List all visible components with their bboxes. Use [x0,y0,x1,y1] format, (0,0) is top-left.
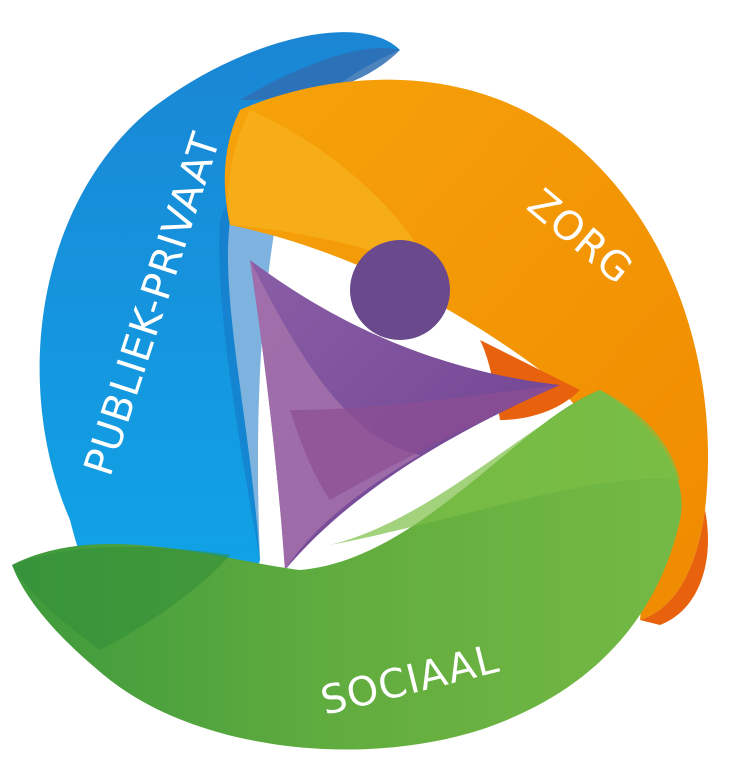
segment-sociaal [12,390,682,750]
figure-person [250,240,560,570]
figure-head [350,240,450,340]
segment-publiek-privaat [39,32,400,640]
